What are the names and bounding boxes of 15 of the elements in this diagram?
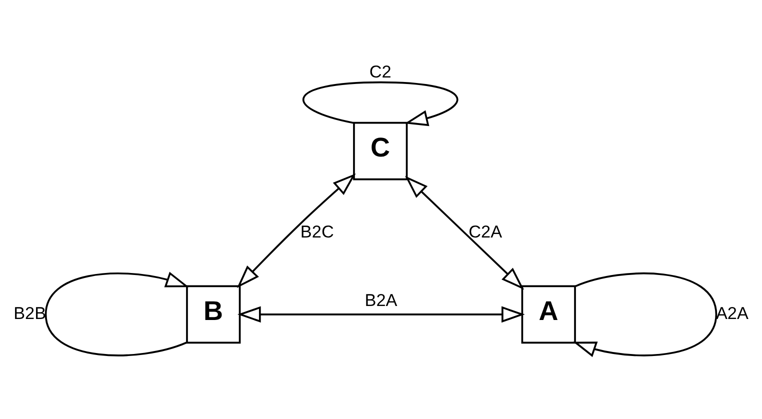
edge-label: C2A xyxy=(468,220,502,241)
edge-label: B2A xyxy=(364,290,398,310)
arrow xyxy=(237,306,525,322)
edge-label: C2 xyxy=(369,61,392,82)
arrow xyxy=(573,272,718,357)
node-box: C xyxy=(353,121,408,180)
edge-label: B2B xyxy=(14,302,46,322)
arrow xyxy=(236,172,356,288)
edge-label: A2A xyxy=(716,302,748,322)
arrow xyxy=(44,271,189,356)
edge-label: B2C xyxy=(300,220,334,241)
arrow xyxy=(302,80,458,126)
arrow xyxy=(405,175,524,290)
node-box: B xyxy=(186,284,241,344)
node-box: A xyxy=(521,284,576,344)
